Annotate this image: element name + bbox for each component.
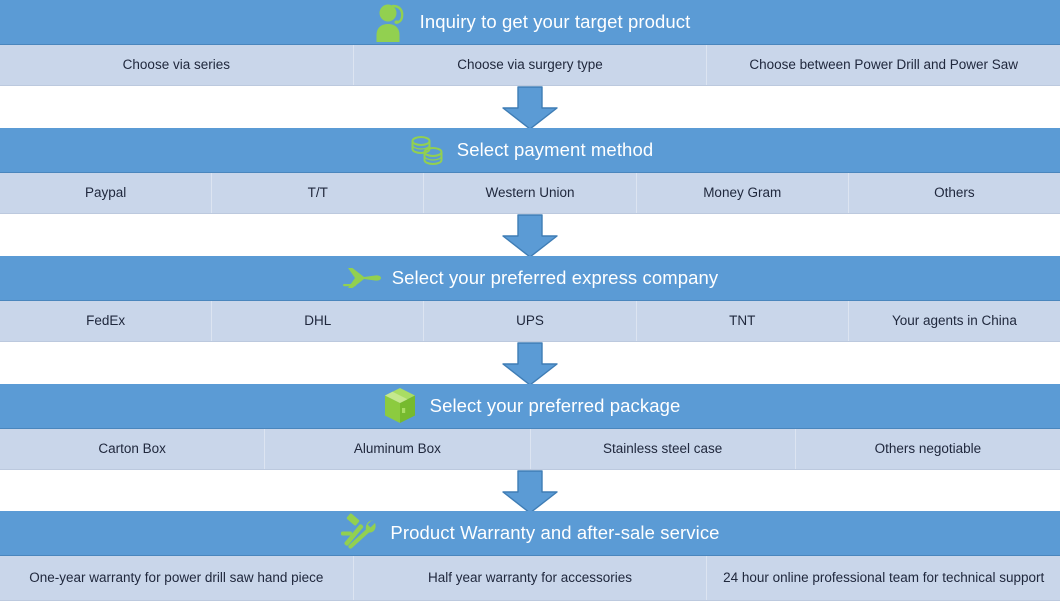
section-package: Select your preferred package Carton Box… bbox=[0, 384, 1060, 470]
option-package-aluminum-box[interactable]: Aluminum Box bbox=[265, 429, 531, 469]
options-row-warranty: One-year warranty for power drill saw ha… bbox=[0, 556, 1060, 601]
section-title-express: Select your preferred express company bbox=[391, 267, 719, 288]
option-payment-western-union[interactable]: Western Union bbox=[424, 173, 637, 213]
headset-person-icon bbox=[370, 1, 410, 43]
option-package-stainless-steel-case[interactable]: Stainless steel case bbox=[531, 429, 796, 469]
option-inquiry-series[interactable]: Choose via series bbox=[0, 45, 354, 85]
section-title-warranty: Product Warranty and after-sale service bbox=[390, 522, 720, 543]
option-express-tnt[interactable]: TNT bbox=[637, 301, 849, 341]
option-express-dhl[interactable]: DHL bbox=[212, 301, 425, 341]
option-express-agents-china[interactable]: Your agents in China bbox=[891, 313, 1017, 329]
arrow-package-to-warranty bbox=[498, 470, 562, 514]
section-header-package: Select your preferred package bbox=[0, 384, 1060, 429]
section-title-inquiry: Inquiry to get your target product bbox=[419, 11, 691, 32]
options-row-inquiry: Choose via series Choose via surgery typ… bbox=[0, 45, 1060, 86]
arrow-payment-to-express bbox=[498, 214, 562, 258]
option-payment-tt[interactable]: T/T bbox=[212, 173, 425, 213]
section-header-inquiry: Inquiry to get your target product bbox=[0, 0, 1060, 45]
section-header-payment: Select payment method bbox=[0, 128, 1060, 173]
options-row-package: Carton Box Aluminum Box Stainless steel … bbox=[0, 429, 1060, 470]
hammer-wrench-icon bbox=[340, 512, 380, 554]
section-title-payment: Select payment method bbox=[456, 139, 654, 160]
section-express: Select your preferred express company Fe… bbox=[0, 256, 1060, 342]
option-express-fedex[interactable]: FedEx bbox=[0, 301, 213, 341]
section-header-express: Select your preferred express company bbox=[0, 256, 1060, 301]
section-header-warranty: Product Warranty and after-sale service bbox=[0, 511, 1060, 556]
option-payment-money-gram[interactable]: Money Gram bbox=[637, 173, 849, 213]
option-inquiry-drill-or-saw[interactable]: Choose between Power Drill and Power Saw bbox=[749, 57, 1018, 73]
section-warranty: Product Warranty and after-sale service … bbox=[0, 511, 1060, 601]
arrow-express-to-package bbox=[498, 342, 562, 386]
option-payment-others[interactable]: Others bbox=[934, 185, 975, 201]
option-warranty-half-year-accessories[interactable]: Half year warranty for accessories bbox=[354, 556, 708, 600]
airplane-icon bbox=[342, 257, 382, 299]
options-row-express: FedEx DHL UPS TNT Your agents in China bbox=[0, 301, 1060, 342]
options-row-payment: Paypal T/T Western Union Money Gram Othe… bbox=[0, 173, 1060, 214]
option-package-carton-box[interactable]: Carton Box bbox=[0, 429, 266, 469]
coins-icon bbox=[407, 129, 447, 171]
section-inquiry: Inquiry to get your target product Choos… bbox=[0, 0, 1060, 86]
option-express-ups[interactable]: UPS bbox=[424, 301, 637, 341]
section-title-package: Select your preferred package bbox=[429, 395, 681, 416]
arrow-inquiry-to-payment bbox=[498, 86, 562, 130]
box-icon bbox=[380, 385, 420, 427]
option-warranty-24h-technical-support[interactable]: 24 hour online professional team for tec… bbox=[723, 570, 1045, 586]
option-inquiry-surgery-type[interactable]: Choose via surgery type bbox=[354, 45, 708, 85]
option-warranty-one-year-hand-piece[interactable]: One-year warranty for power drill saw ha… bbox=[0, 556, 354, 600]
option-package-others-negotiable[interactable]: Others negotiable bbox=[874, 441, 982, 457]
option-payment-paypal[interactable]: Paypal bbox=[0, 173, 213, 213]
section-payment: Select payment method Paypal T/T Western… bbox=[0, 128, 1060, 214]
